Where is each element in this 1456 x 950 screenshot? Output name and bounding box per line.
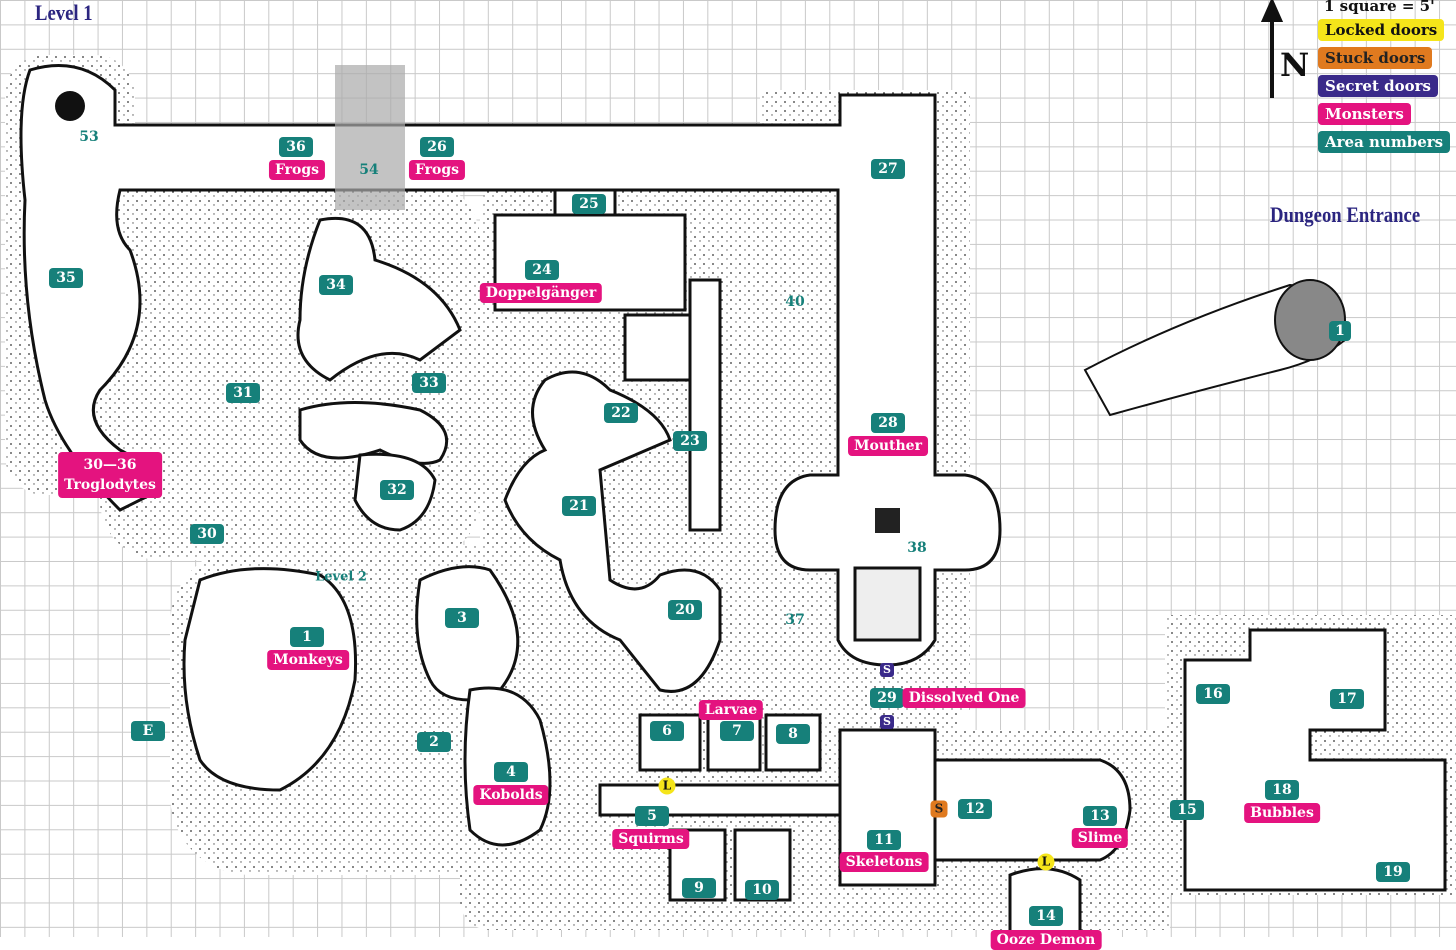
area-3: 3 xyxy=(445,608,479,628)
area-29: 29 xyxy=(870,688,904,708)
legend-locked: Locked doors xyxy=(1318,19,1445,41)
area-5: 5 xyxy=(635,806,669,826)
monster-ooze-demon: Ooze Demon xyxy=(990,930,1102,950)
legend-monsters: Monsters xyxy=(1318,103,1411,125)
area-35: 35 xyxy=(49,268,83,288)
area-10: 10 xyxy=(745,880,779,900)
entrance-cave xyxy=(1083,279,1347,417)
area-54: 54 xyxy=(359,162,379,178)
area-27: 27 xyxy=(871,159,905,179)
monster-monkeys: Monkeys xyxy=(267,650,349,670)
area-40: 40 xyxy=(785,294,805,310)
area-31: 31 xyxy=(226,383,260,403)
area-21: 21 xyxy=(562,496,596,516)
area-28: 28 xyxy=(871,413,905,433)
troglodytes-range: 30—36 xyxy=(83,457,137,473)
monster-bubbles: Bubbles xyxy=(1244,803,1320,823)
area-24: 24 xyxy=(525,260,559,280)
monster-slime: Slime xyxy=(1071,828,1129,848)
locked-door: L xyxy=(658,777,676,795)
area-15: 15 xyxy=(1170,800,1204,820)
scale-label: 1 square = 5' xyxy=(1324,0,1435,15)
area-14: 14 xyxy=(1029,906,1063,926)
monster-troglodytes: 30—36 Troglodytes xyxy=(58,452,162,498)
area-26: 26 xyxy=(420,137,454,157)
area-32: 32 xyxy=(380,480,414,500)
area-12: 12 xyxy=(958,799,992,819)
level2-link[interactable]: Level 2 xyxy=(315,569,367,585)
north-label: N xyxy=(1280,46,1310,84)
legend-secret: Secret doors xyxy=(1318,75,1438,97)
area-25: 25 xyxy=(572,194,606,214)
area-4: 4 xyxy=(494,762,528,782)
monster-doppelganger: Doppelgänger xyxy=(479,283,603,303)
legend-stuck: Stuck doors xyxy=(1318,47,1433,69)
area-8: 8 xyxy=(776,724,810,744)
monster-skeletons: Skeletons xyxy=(839,852,929,872)
area-11: 11 xyxy=(867,830,901,850)
troglodytes-name: Troglodytes xyxy=(64,477,156,493)
area-36: 36 xyxy=(279,137,313,157)
entrance-title: Dungeon Entrance xyxy=(1270,202,1421,227)
legend: N 1 square = 5' Locked doors Stuck doors… xyxy=(1280,0,1451,153)
north-arrow xyxy=(1260,0,1284,98)
legend-areas: Area numbers xyxy=(1318,131,1451,153)
monster-squirms: Squirms xyxy=(612,829,690,849)
area-37: 37 xyxy=(785,612,805,628)
trapdoor xyxy=(875,508,900,533)
area-17: 17 xyxy=(1330,689,1364,709)
area-18: 18 xyxy=(1265,780,1299,800)
area-16: 16 xyxy=(1196,684,1230,704)
locked-door: L xyxy=(1037,853,1055,871)
entrance-area-1: 1 xyxy=(1329,321,1351,341)
area-9: 9 xyxy=(682,878,716,898)
monster-frogs-26: Frogs xyxy=(408,160,466,180)
monster-larvae: Larvae xyxy=(698,700,764,720)
secret-door: S xyxy=(880,663,894,677)
area-33: 33 xyxy=(412,373,446,393)
area-20: 20 xyxy=(668,600,702,620)
area-34: 34 xyxy=(319,275,353,295)
area-30: 30 xyxy=(190,524,224,544)
pit xyxy=(55,91,85,121)
area-1: 1 xyxy=(290,627,324,647)
secret-door: S xyxy=(880,715,894,729)
area-7: 7 xyxy=(720,721,754,741)
area-E: E xyxy=(131,721,165,741)
area-13: 13 xyxy=(1083,806,1117,826)
monster-kobolds: Kobolds xyxy=(473,785,549,805)
river xyxy=(335,65,405,210)
area-6: 6 xyxy=(650,721,684,741)
area-38: 38 xyxy=(907,540,927,556)
monster-dissolved-one: Dissolved One xyxy=(902,688,1026,708)
level-title: Level 1 xyxy=(35,0,93,25)
monster-frogs-36: Frogs xyxy=(268,160,326,180)
monster-mouther: Mouther xyxy=(848,436,928,456)
area-19: 19 xyxy=(1376,862,1410,882)
area-22: 22 xyxy=(604,403,638,423)
area-2: 2 xyxy=(417,732,451,752)
area-53: 53 xyxy=(79,129,99,145)
area-23: 23 xyxy=(673,431,707,451)
stuck-door: S xyxy=(930,800,948,818)
